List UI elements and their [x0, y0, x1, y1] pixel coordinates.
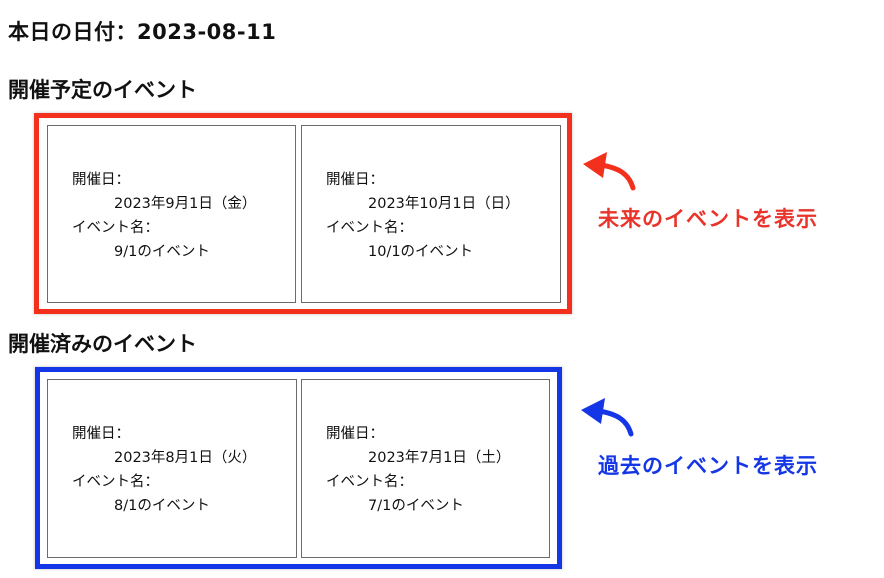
event-date: 2023年8月1日（火）	[114, 450, 257, 466]
event-date-label: 開催日：	[72, 426, 130, 442]
event-name-label: イベント名：	[72, 474, 159, 490]
event-card: 開催日： 2023年9月1日（金） イベント名： 9/1のイベント	[47, 125, 296, 303]
event-name: 10/1のイベント	[368, 244, 474, 260]
event-date-label: 開催日：	[326, 426, 384, 442]
event-card: 開催日： 2023年7月1日（土） イベント名： 7/1のイベント	[301, 379, 550, 558]
event-date-label: 開催日：	[326, 172, 384, 188]
upcoming-events-heading: 開催予定のイベント	[8, 78, 197, 102]
upcoming-highlight-box	[34, 113, 572, 314]
event-name: 9/1のイベント	[114, 244, 210, 260]
past-events-heading: 開催済みのイベント	[8, 332, 197, 356]
event-name: 7/1のイベント	[368, 498, 464, 514]
curved-arrow-icon	[583, 152, 636, 191]
event-name-label: イベント名：	[72, 220, 159, 236]
upcoming-annotation: 未来のイベントを表示	[598, 207, 818, 231]
event-date: 2023年10月1日（日）	[368, 196, 520, 212]
event-card: 開催日： 2023年10月1日（日） イベント名： 10/1のイベント	[301, 125, 561, 303]
event-name-label: イベント名：	[326, 220, 413, 236]
event-card: 開催日： 2023年8月1日（火） イベント名： 8/1のイベント	[47, 379, 297, 558]
today-date: 本日の日付：2023-08-11	[8, 20, 277, 44]
event-date: 2023年9月1日（金）	[114, 196, 257, 212]
event-date-label: 開催日：	[72, 172, 130, 188]
event-name-label: イベント名：	[326, 474, 413, 490]
event-name: 8/1のイベント	[114, 498, 210, 514]
past-highlight-box	[35, 367, 562, 569]
past-annotation: 過去のイベントを表示	[598, 454, 818, 478]
curved-arrow-icon	[581, 398, 634, 437]
event-date: 2023年7月1日（土）	[368, 450, 511, 466]
